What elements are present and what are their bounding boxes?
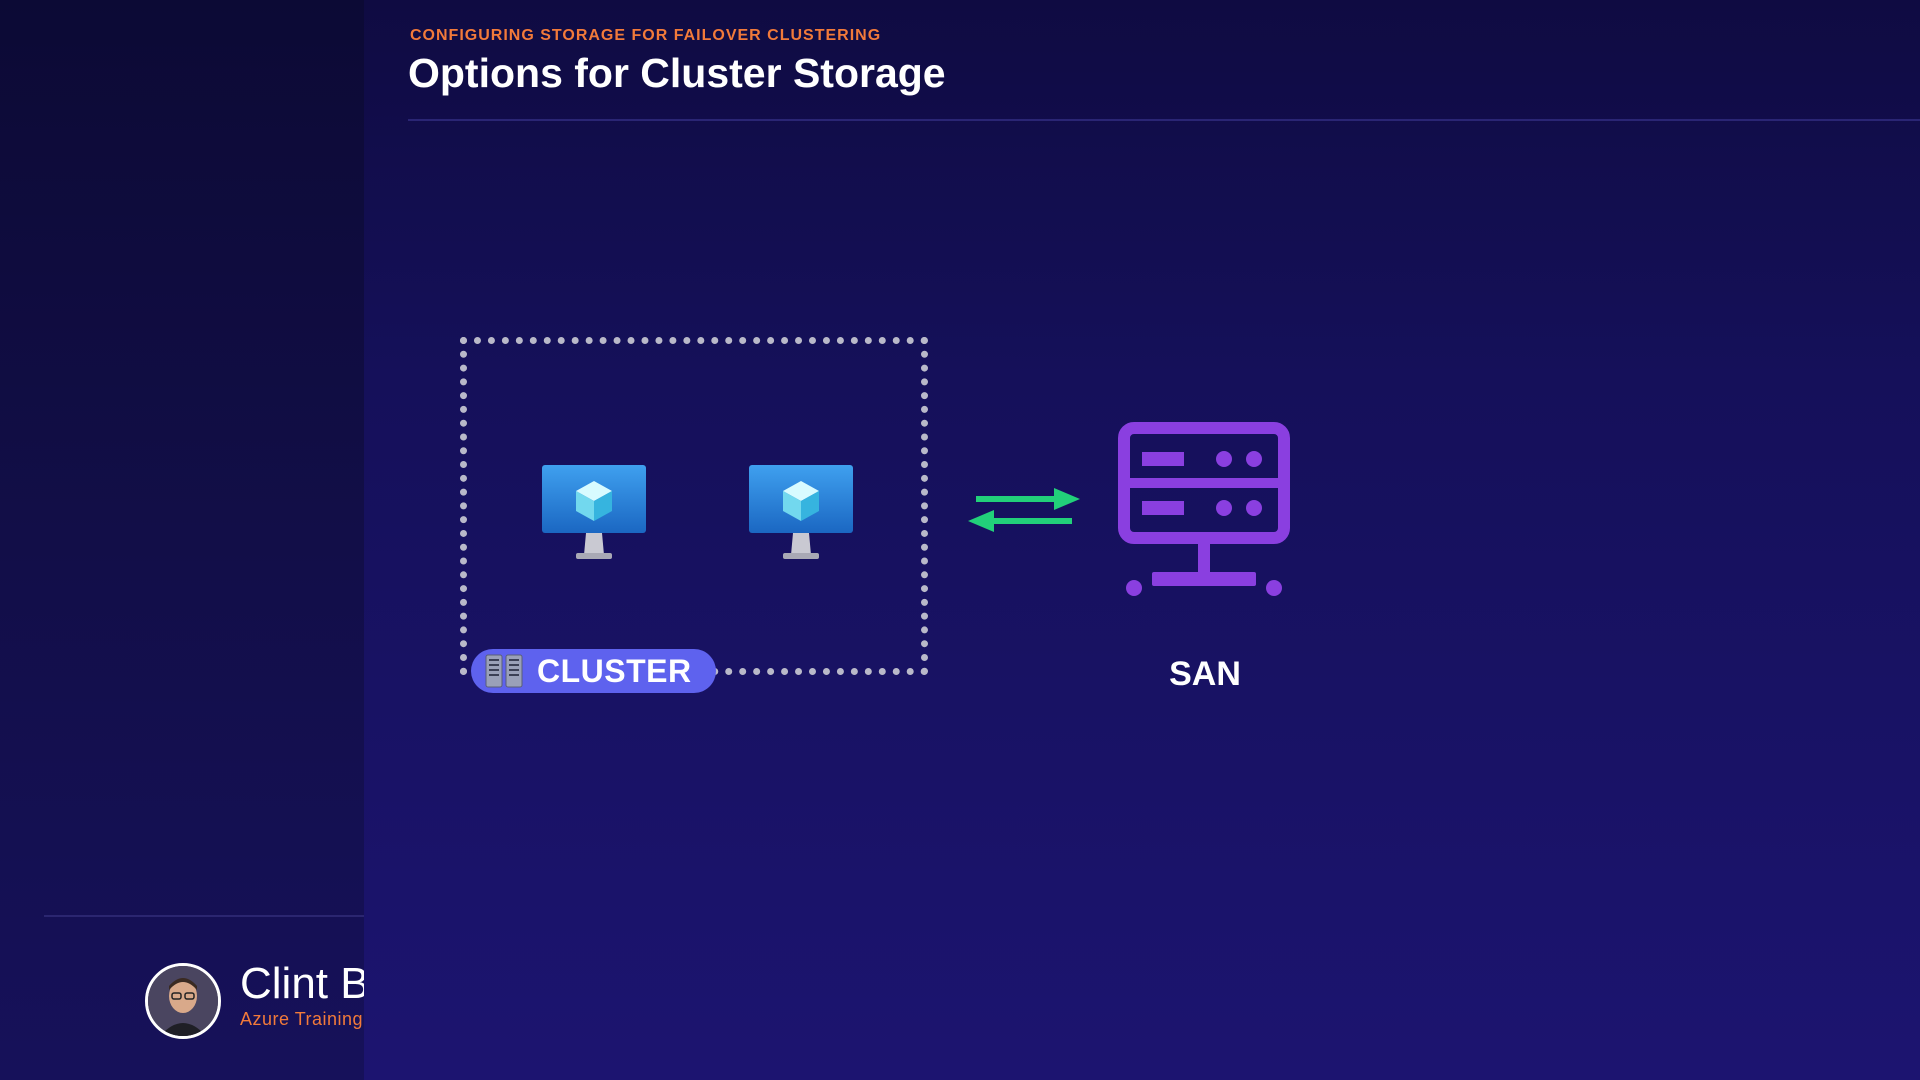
slide-title: Options for Cluster Storage: [408, 50, 946, 96]
title-divider: [408, 119, 1920, 121]
server-rack-icon: [485, 654, 523, 688]
presenter-avatar: [145, 963, 221, 1039]
cluster-label: CLUSTER: [537, 653, 692, 689]
presenter-divider: [44, 915, 364, 917]
virtual-machine-icon: [749, 465, 853, 559]
slide-eyebrow: CONFIGURING STORAGE FOR FAILOVER CLUSTER…: [410, 27, 882, 44]
bidirectional-arrows-icon: [968, 488, 1080, 532]
presenter-role: Azure Training: [240, 1009, 364, 1029]
storage-server-icon: [1118, 422, 1290, 596]
virtual-machine-icon: [542, 465, 646, 559]
presenter-panel: Clint B Azure Training: [0, 0, 364, 1080]
cluster-boundary: [460, 337, 928, 675]
san-label: SAN: [1169, 655, 1241, 693]
cluster-badge: CLUSTER: [471, 649, 716, 693]
presenter-name: Clint B: [240, 959, 364, 1008]
